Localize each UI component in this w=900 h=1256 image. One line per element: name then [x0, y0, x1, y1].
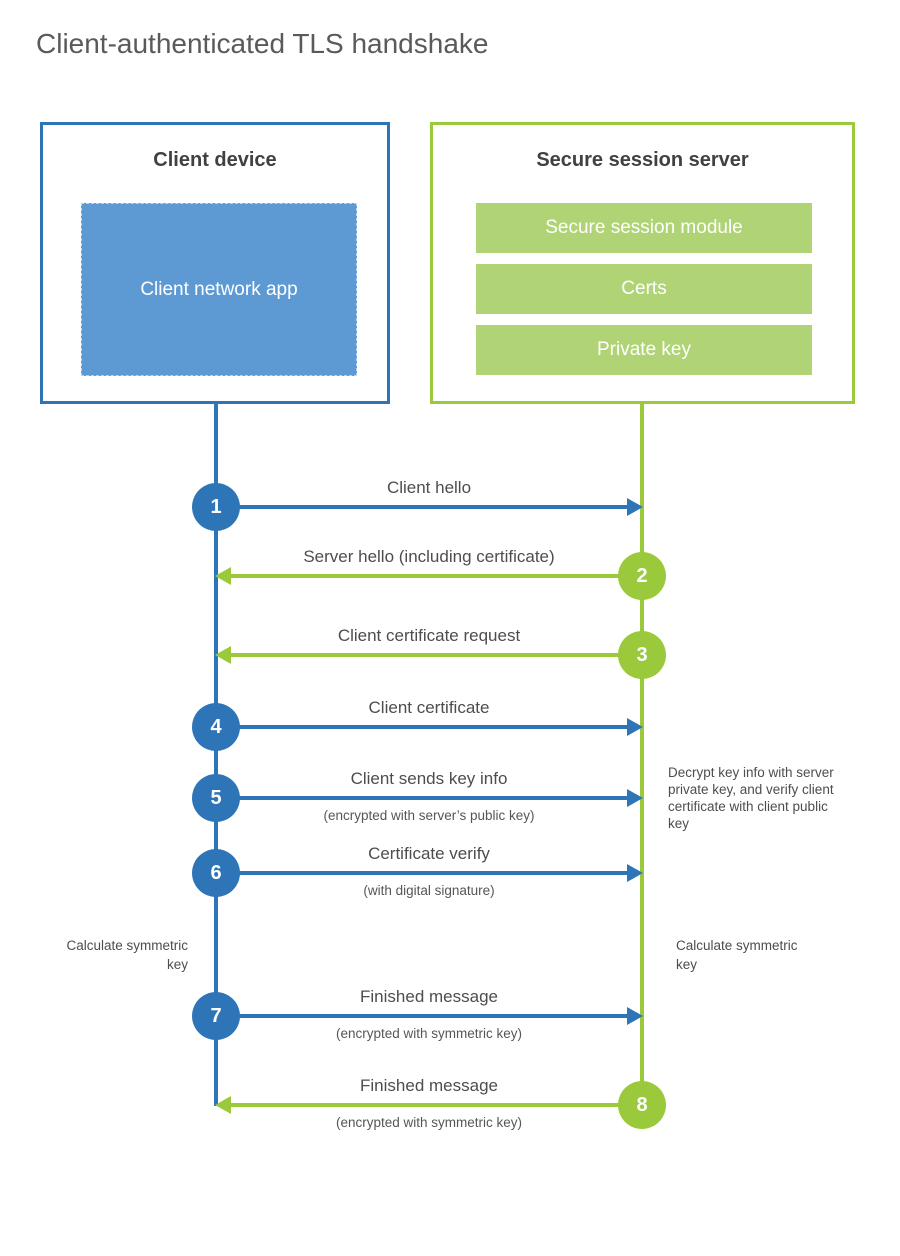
- arrow-line: [216, 871, 628, 875]
- secure-session-server-box: Secure session server Secure session mod…: [430, 122, 855, 404]
- step-circle-7: 7: [192, 992, 240, 1040]
- server-module-secure-session-module: Secure session module: [476, 203, 812, 253]
- step-circle-6: 6: [192, 849, 240, 897]
- arrow-left-icon: [215, 567, 231, 585]
- secure-session-server-heading: Secure session server: [536, 149, 749, 171]
- arrow-right-icon: [627, 1007, 643, 1025]
- arrow-line: [216, 1014, 628, 1018]
- step-circle-1: 1: [192, 483, 240, 531]
- arrow-line: [230, 1103, 642, 1107]
- message-label: Finished message: [360, 987, 498, 1006]
- arrow-right-icon: [627, 864, 643, 882]
- arrow-line: [230, 574, 642, 578]
- message-sublabel: (encrypted with server’s public key): [323, 808, 535, 823]
- step-circle-5: 5: [192, 774, 240, 822]
- message-sublabel: (encrypted with symmetric key): [335, 1115, 523, 1130]
- client-device-box: Client device Client network app: [40, 122, 390, 404]
- step-circle-3: 3: [618, 631, 666, 679]
- arrow-right-icon: [627, 789, 643, 807]
- message-label: Client hello: [386, 478, 472, 497]
- client-device-heading: Client device: [153, 149, 277, 171]
- server-module-private-key: Private key: [476, 325, 812, 375]
- step-circle-2: 2: [618, 552, 666, 600]
- arrow-left-icon: [215, 646, 231, 664]
- calculate-symmetric-key-left: Calculate symmetric key: [66, 938, 188, 972]
- step-circle-4: 4: [192, 703, 240, 751]
- message-sublabel: (encrypted with symmetric key): [335, 1026, 523, 1041]
- message-label: Certificate verify: [368, 844, 490, 863]
- calculate-symmetric-key-right: Calculate symmetric key: [676, 938, 798, 972]
- arrow-left-icon: [215, 1096, 231, 1114]
- arrow-line: [216, 505, 628, 509]
- server-module-certs: Certs: [476, 264, 812, 314]
- page-title: Client-authenticated TLS handshake: [36, 28, 489, 59]
- message-label: Finished message: [360, 1076, 498, 1095]
- message-label: Client sends key info: [350, 769, 508, 788]
- arrow-line: [216, 725, 628, 729]
- client-network-app-box: Client network app: [81, 203, 357, 376]
- arrow-line: [216, 796, 628, 800]
- step-circle-8: 8: [618, 1081, 666, 1129]
- arrow-right-icon: [627, 718, 643, 736]
- message-label: Client certificate: [368, 698, 490, 717]
- arrow-right-icon: [627, 498, 643, 516]
- decrypt-key-note: Decrypt key info with server private key…: [668, 765, 834, 831]
- client-network-app-label: Client network app: [140, 278, 298, 300]
- client-lifeline: [214, 404, 218, 1106]
- message-label: Client certificate request: [337, 626, 521, 645]
- message-sublabel: (with digital signature): [363, 883, 495, 898]
- arrow-line: [230, 653, 642, 657]
- message-label: Server hello (including certificate): [303, 547, 555, 566]
- server-lifeline: [640, 404, 644, 1105]
